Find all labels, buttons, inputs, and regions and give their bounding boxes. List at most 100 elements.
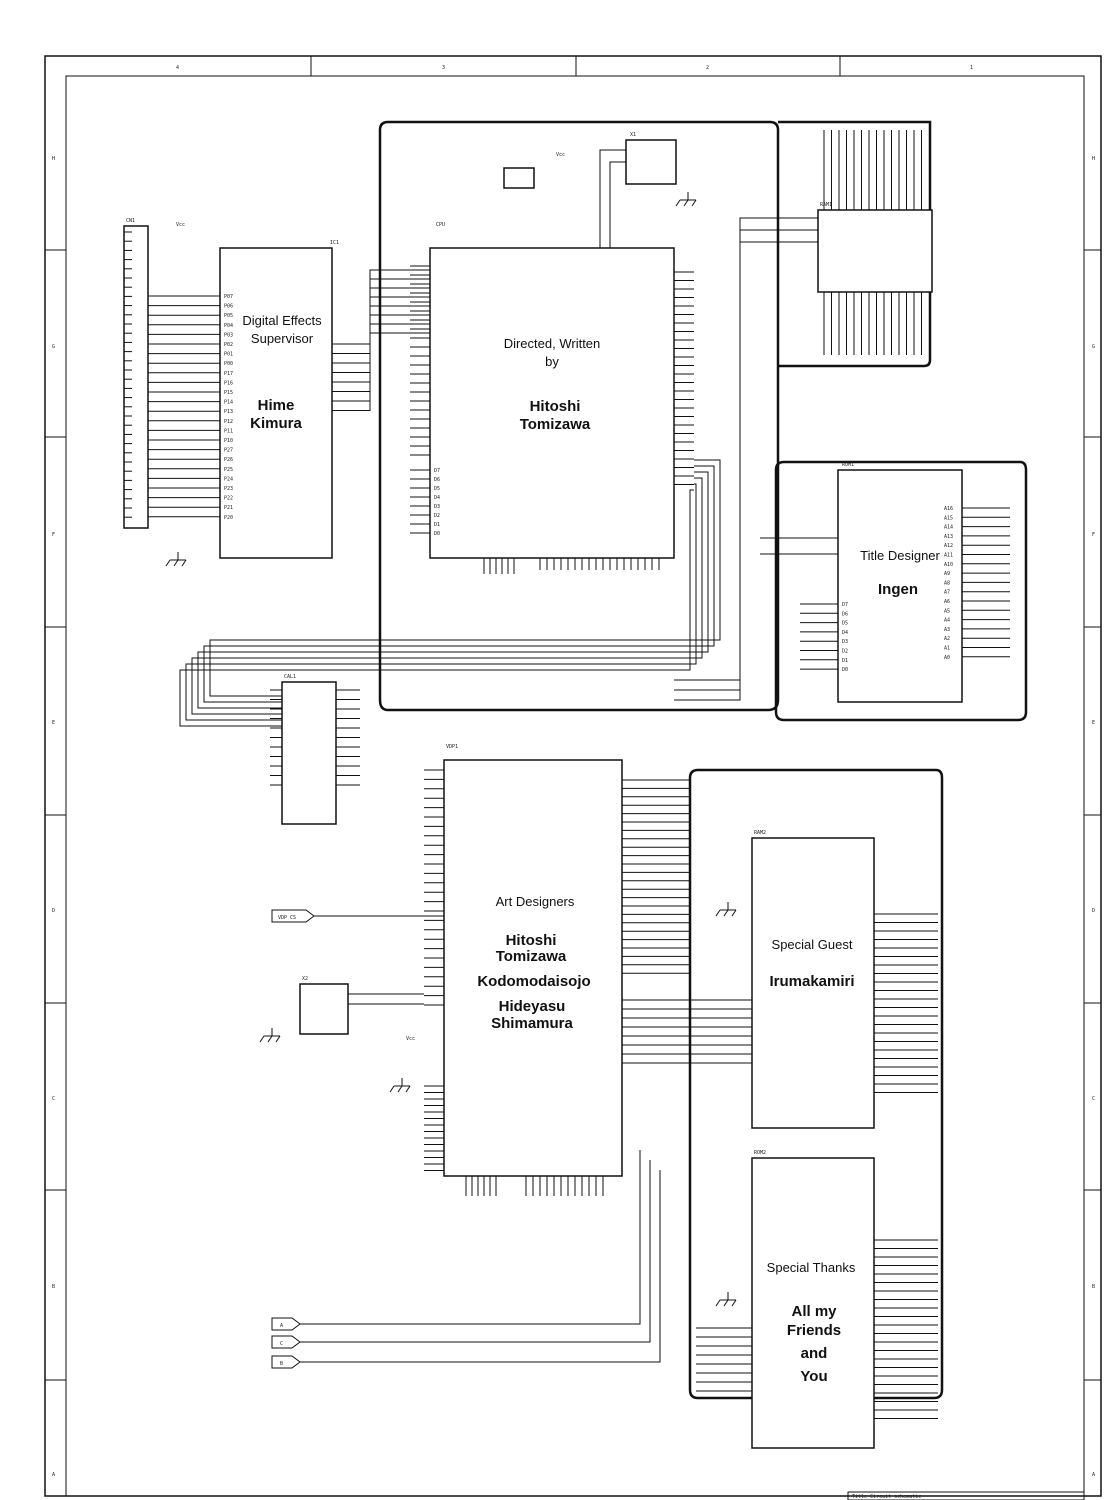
row-mark: E: [52, 720, 55, 726]
rom1-pin-label: A2: [944, 636, 950, 642]
ic1-pin-label: P23: [224, 486, 233, 492]
ground-symbol: [165, 559, 171, 567]
cal1-loop-wire: [197, 471, 709, 709]
ic1-to-cpu-wire: [332, 332, 430, 411]
vdp-cs-port: VDP CS: [271, 909, 444, 923]
ic1-pin-label: P24: [224, 476, 233, 482]
rom1-pin-label: A9: [944, 571, 950, 577]
ram2-body: [751, 837, 875, 1129]
col-mark: 4: [176, 65, 179, 71]
chip-label-ram1: RAM1: [820, 202, 832, 208]
ground-symbol: [259, 1035, 265, 1043]
ic1-pin-label: P27: [224, 448, 233, 454]
rom1-pin-label: A0: [944, 655, 950, 661]
cal1-loop-wire: [185, 483, 697, 721]
col-mark: 2: [706, 65, 709, 71]
ic1-pin-label: P02: [224, 342, 233, 348]
rom1-pin-label: A1: [944, 646, 950, 652]
chip-label-cal1: CAL1: [284, 674, 296, 680]
name-kodomodaisojo: Kodomodaisojo: [477, 973, 590, 990]
row-mark: E: [1092, 720, 1095, 726]
x1-body: [625, 139, 677, 185]
col-mark: 3: [442, 65, 445, 71]
ground-symbol: [275, 1035, 281, 1043]
name-kimura: Kimura: [250, 415, 302, 432]
name-hime: Hime: [258, 397, 295, 414]
rom1-pin-label: A5: [944, 608, 950, 614]
rom1-pin-label: A15: [944, 515, 953, 521]
port-c: C: [271, 1160, 651, 1349]
chip-label-ram2: RAM2: [754, 830, 766, 836]
cal1-loop-wire: [179, 489, 694, 727]
chip-label-cpu: CPU: [436, 222, 445, 228]
ram1-body: [817, 209, 933, 293]
rom1-data-label: D4: [842, 630, 848, 636]
name-you: You: [800, 1368, 827, 1385]
ground-symbol: [173, 559, 179, 567]
chip-label-ic1: IC1: [330, 240, 339, 246]
ground-symbol: [267, 1035, 273, 1043]
ground-symbol: [683, 199, 689, 207]
row-mark: C: [1092, 1096, 1095, 1102]
ic1-body: [219, 247, 333, 559]
chip-label-vdp1: VDP1: [446, 744, 458, 750]
role-directed-written: Directed, Written: [504, 336, 601, 351]
role-special-thanks: Special Thanks: [767, 1260, 856, 1275]
ic1-pin-label: P07: [224, 294, 233, 300]
rom2-body: [751, 1157, 875, 1449]
rom1-data-label: D3: [842, 639, 848, 645]
ic1-pin-label: P10: [224, 438, 233, 444]
ic1-pin-label: P20: [224, 515, 233, 521]
rom1-pin-label: A4: [944, 618, 950, 624]
ic1-pin-label: P05: [224, 313, 233, 319]
vcc-label: Vcc: [406, 1036, 415, 1042]
rom1-pin-label: A12: [944, 543, 953, 549]
name-ingen: Ingen: [878, 581, 918, 598]
credit-special-guest: Special Guest Irumakamiri: [769, 937, 854, 990]
credit-art-designers: Art Designers Hitoshi Tomizawa Kodomodai…: [477, 894, 590, 1032]
vcc-label: Vcc: [176, 222, 185, 228]
cpu-data-label: D4: [434, 495, 440, 501]
credit-digital-effects: Digital Effects Supervisor Hime Kimura: [242, 313, 322, 432]
name-and: and: [801, 1345, 828, 1362]
rom1-data-label: D0: [842, 667, 848, 673]
row-mark: F: [52, 532, 55, 538]
rom1-pin-label: A10: [944, 562, 953, 568]
ground-symbol: [691, 199, 697, 207]
ic1-pin-label: P16: [224, 380, 233, 386]
rom1-pin-label: A16: [944, 506, 953, 512]
cn1-body: [123, 225, 149, 529]
ic1-pin-label: P13: [224, 409, 233, 415]
rom1-pin-label: A7: [944, 590, 950, 596]
svg-text:C: C: [280, 1341, 283, 1347]
chip-bodies: [123, 139, 963, 1449]
chip-label-rom2: ROM2: [754, 1150, 766, 1156]
chip-label-x2: X2: [302, 976, 308, 982]
cal1-loop-wire: [203, 465, 715, 703]
name-tomizawa: Tomizawa: [496, 948, 567, 965]
role-digital-effects-2: Supervisor: [251, 331, 314, 346]
role-title-designer: Title Designer: [860, 548, 940, 563]
title-block-text: Title Circuit schematic: [852, 1494, 921, 1500]
row-mark: A: [52, 1472, 55, 1478]
vdp1-body: [443, 759, 623, 1177]
rom1-data-label: D2: [842, 649, 848, 655]
wires: [124, 130, 1010, 1419]
cal1-body: [281, 681, 337, 825]
sheet-frame: [44, 55, 1102, 1500]
ground-symbol: [389, 1085, 395, 1093]
role-by: by: [545, 354, 559, 369]
cpu-data-label: D5: [434, 486, 440, 492]
cpu-data-label: D7: [434, 468, 440, 474]
name-hitoshi: Hitoshi: [530, 398, 581, 415]
name-irumakamiri: Irumakamiri: [769, 973, 854, 990]
ic1-pin-label: P00: [224, 361, 233, 367]
ground-symbol: [181, 559, 187, 567]
rom1-pin-label: A13: [944, 534, 953, 540]
ic1-pin-label: P25: [224, 467, 233, 473]
pin-labels: P07P06P05P04P03P02P01P00P17P16P15P14P13P…: [224, 294, 953, 673]
name-tomizawa: Tomizawa: [520, 416, 591, 433]
row-mark: C: [52, 1096, 55, 1102]
rom1-data-label: D7: [842, 602, 848, 608]
